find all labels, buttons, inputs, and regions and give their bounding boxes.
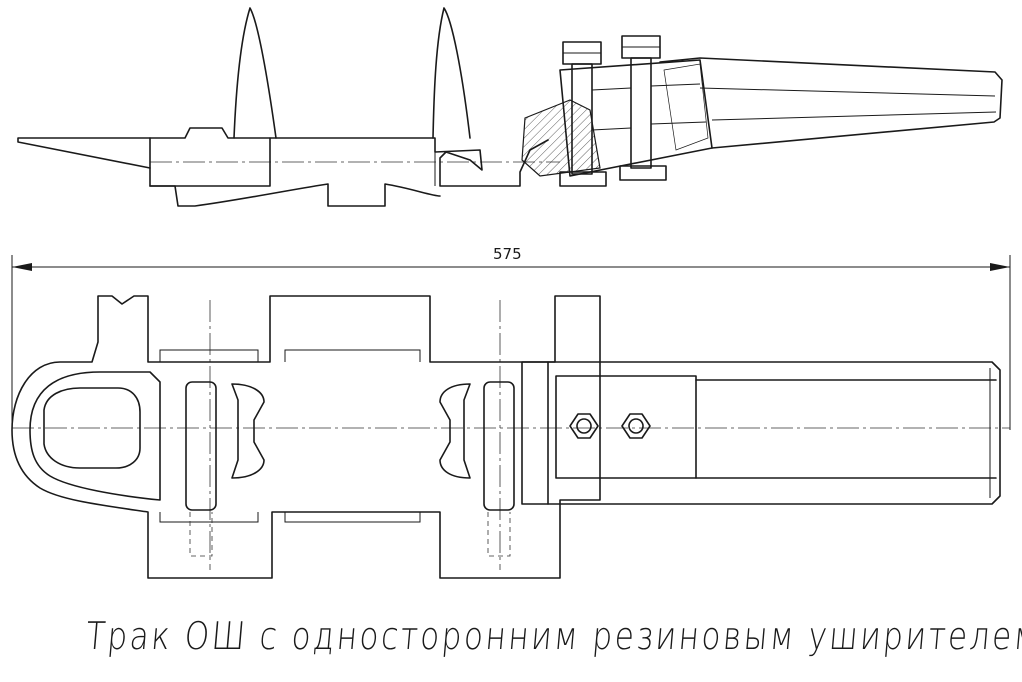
dimension-value: 575 <box>493 245 522 263</box>
drawing-caption: Трак ОШ с односторонним резиновым уширит… <box>84 614 1022 658</box>
bolt <box>619 35 667 181</box>
nut-left <box>569 413 599 439</box>
dimension-575: 575 <box>11 245 1011 430</box>
side-view <box>17 7 1003 207</box>
bolt <box>559 41 607 187</box>
nut-right <box>621 413 651 439</box>
top-view <box>11 295 1010 579</box>
